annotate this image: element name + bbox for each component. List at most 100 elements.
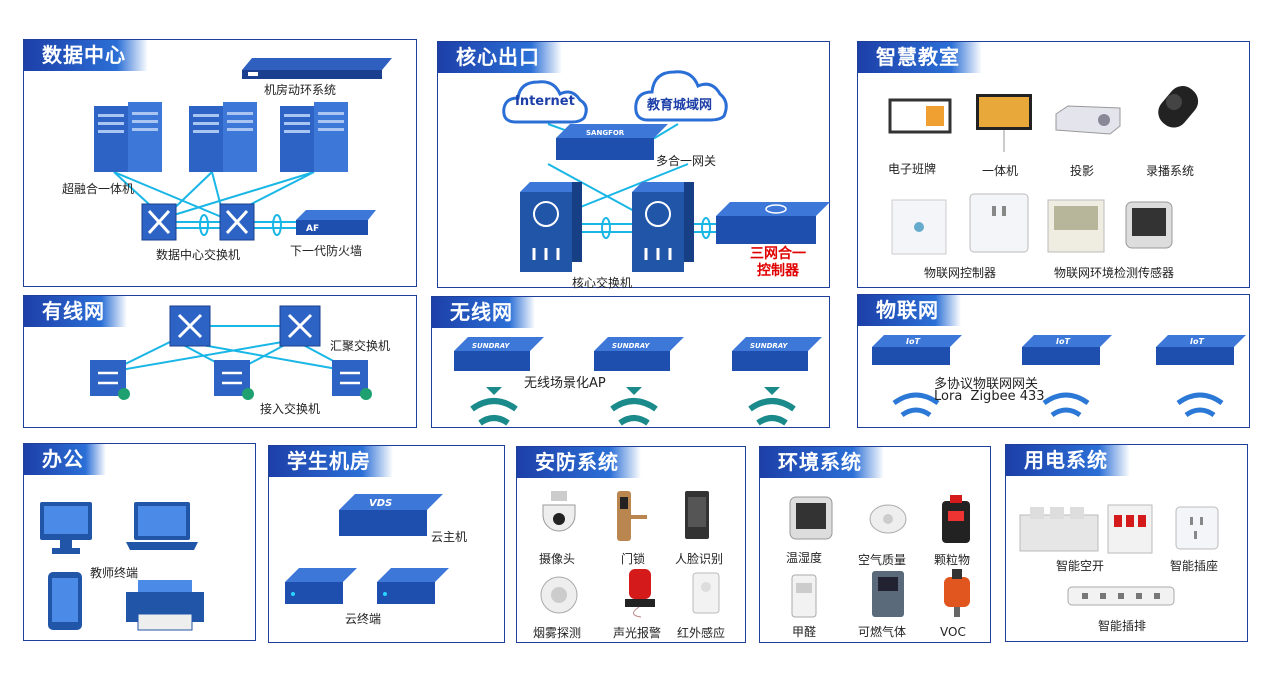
security-item-label: 门锁	[621, 552, 646, 566]
socket-label: 智能插座	[1170, 559, 1219, 573]
ap-brand: SUNDRAY	[750, 342, 788, 350]
smart-socket-icon	[1175, 506, 1219, 550]
core-switch-icon	[520, 182, 582, 272]
cloud-terminal-icon	[285, 568, 357, 604]
panel-power: 用电系统 智能空开 智能插座 智能插排	[1005, 444, 1248, 642]
iot-badge: IoT	[1056, 337, 1070, 346]
laptop-icon	[126, 502, 198, 550]
cloud-host-label: 云主机	[431, 530, 468, 544]
panel-office: 办公 教师终端	[23, 443, 256, 641]
panel-wireless: 无线网 SUNDRAY SUNDRAY SUNDRAY 无线场景化AP	[431, 296, 830, 428]
panel-title: 环境系统	[760, 447, 884, 478]
printer-icon	[126, 580, 204, 631]
ap-label: 无线场景化AP	[524, 376, 606, 391]
datacenter-switch-icon	[219, 203, 255, 241]
classroom-item-label: 录播系统	[1146, 164, 1195, 178]
smoke-detector-icon	[540, 576, 578, 614]
env-sensor-icon	[1047, 199, 1105, 253]
security-item-label: 红外感应	[677, 626, 726, 640]
iot-protocols-label: Lora Zigbee 433	[934, 389, 1045, 404]
panel-title: 无线网	[432, 297, 535, 328]
firewall-badge: AF	[306, 224, 319, 234]
aggregation-switch-icon	[279, 305, 321, 347]
voc-sensor-icon	[944, 569, 970, 617]
env-item-label: 空气质量	[858, 553, 907, 567]
gateway-label: 多合一网关	[656, 154, 717, 168]
iot-gateway-label: 多协议物联网网关	[934, 377, 1039, 392]
env-sensor-icon	[1125, 201, 1173, 249]
hci-label: 超融合一体机	[62, 182, 135, 196]
e-class-board-icon	[888, 98, 952, 134]
controller-label-line2: 控制器	[757, 263, 799, 279]
switch-label: 数据中心交换机	[156, 248, 241, 262]
panel-title: 用电系统	[1006, 445, 1130, 476]
iot-gateway-icon: IoT	[872, 335, 962, 418]
classroom-item-label: 一体机	[982, 164, 1019, 178]
wireless-ap-icon: SUNDRAY	[732, 337, 822, 426]
edu-network-label: 教育城域网	[647, 98, 713, 113]
alarm-light-icon	[625, 569, 655, 618]
gateway-icon: SANGFOR	[556, 124, 668, 160]
projector-icon	[1055, 105, 1121, 135]
panel-title: 办公	[24, 444, 106, 475]
teacher-terminal-label: 教师终端	[90, 566, 139, 580]
security-item-label: 声光报警	[613, 626, 662, 640]
core-switch-icon	[632, 182, 694, 272]
env-item-label: 甲醛	[792, 625, 817, 639]
panel-core: 核心出口 Internet 教育城域网 SANGFOR 多合一网关 核心交换机 …	[437, 41, 830, 290]
air-quality-sensor-icon	[869, 504, 907, 534]
security-item-label: 烟雾探测	[533, 626, 582, 640]
server-rack-icon	[189, 102, 257, 172]
iot-badge: IoT	[906, 337, 920, 346]
wireless-ap-icon: SUNDRAY	[594, 337, 684, 426]
access-switch-icon	[214, 360, 254, 400]
env-item-label: VOC	[940, 625, 966, 639]
smart-breaker-icon	[1019, 507, 1099, 552]
smart-power-strip-icon	[1067, 586, 1175, 606]
iot-controller-label: 物联网控制器	[924, 266, 997, 280]
host-brand: VDS	[369, 498, 392, 509]
gas-detector-icon	[872, 571, 904, 617]
panel-iot: 物联网 IoT IoT IoT 多协议物联网网关 Lora Zigbee 433	[857, 294, 1250, 428]
iot-controller-panel-icon	[891, 199, 947, 255]
classroom-item-label: 投影	[1070, 164, 1095, 178]
access-switch-icon	[332, 360, 372, 400]
iot-socket-icon	[969, 193, 1029, 253]
access-label: 接入交换机	[260, 402, 321, 416]
face-recognition-icon	[685, 491, 709, 539]
env-item-label: 温湿度	[786, 551, 823, 565]
panel-title: 智慧教室	[858, 42, 982, 73]
panel-lab: 学生机房 VDS 云主机 云终端	[268, 445, 505, 643]
panel-classroom: 智慧教室 电子班牌 一体机 投影 录播系统 物联网控制器 物联网环境检测传感器	[857, 41, 1250, 288]
panel-wired: 有线网 汇聚交换机 接入交换机	[23, 295, 417, 428]
access-switch-icon	[90, 360, 130, 400]
camera-icon	[542, 491, 576, 532]
panel-environment: 环境系统 温湿度 空气质量 颗粒物 甲醛 可燃气体 VOC	[759, 446, 991, 643]
panel-title: 核心出口	[438, 42, 562, 73]
internet-label: Internet	[515, 94, 575, 109]
aggregation-label: 汇聚交换机	[330, 339, 391, 353]
panel-security: 安防系统 摄像头 门锁 人脸识别 烟雾探测 声光报警 红外感应	[516, 446, 746, 643]
cloud-terminal-icon	[377, 568, 449, 604]
aggregation-switch-icon	[169, 305, 211, 347]
thermo-hygrometer-icon	[789, 496, 833, 540]
wireless-ap-icon: SUNDRAY	[454, 337, 544, 426]
breaker-label: 智能空开	[1056, 559, 1105, 573]
recording-camera-icon	[1158, 86, 1199, 128]
env-system-label: 机房动环系统	[264, 83, 337, 97]
env-monitor-device-icon	[242, 58, 392, 79]
server-rack-icon	[280, 102, 348, 172]
server-rack-icon	[94, 102, 162, 172]
iot-badge: IoT	[1190, 337, 1204, 346]
firewall-label: 下一代防火墙	[290, 244, 363, 258]
gateway-brand: SANGFOR	[586, 129, 625, 137]
iot-gateway-icon: IoT	[1156, 335, 1246, 418]
env-sensor-label: 物联网环境检测传感器	[1054, 266, 1175, 280]
cloud-terminal-label: 云终端	[345, 612, 382, 626]
tablet-icon	[48, 572, 82, 630]
firewall-icon: AF	[296, 210, 376, 235]
smart-breaker-icon	[1107, 504, 1153, 554]
classroom-item-label: 电子班牌	[888, 162, 937, 176]
iot-gateway-icon: IoT	[1022, 335, 1112, 418]
edu-network-cloud-icon	[634, 70, 728, 122]
